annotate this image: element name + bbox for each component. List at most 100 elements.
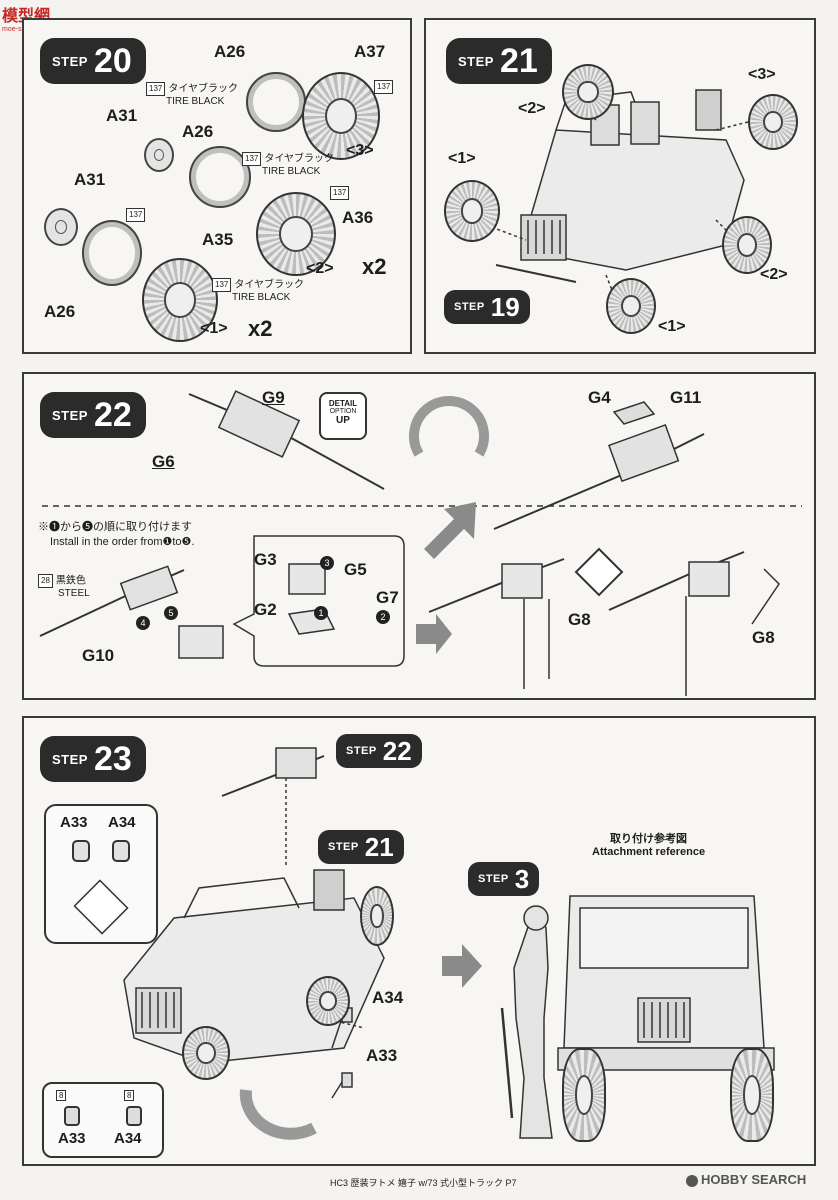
- caption-en: Attachment reference: [592, 846, 706, 858]
- badge-line: UP: [336, 415, 350, 426]
- step22-panel: STEP 22: [22, 372, 816, 700]
- label-a36: A36: [342, 208, 374, 227]
- label-a31-mid: A31: [106, 106, 138, 125]
- label-a26-low: A26: [44, 302, 76, 321]
- label-a33-paint: A33: [58, 1130, 86, 1147]
- paint-name-jp: タイヤブラック: [264, 153, 335, 165]
- order-marker-3: 3: [320, 556, 334, 570]
- paint-code: 137: [330, 186, 350, 200]
- order-marker-5: 5: [164, 606, 178, 620]
- tire-part-a36: [256, 192, 336, 276]
- label-g6: G6: [152, 452, 175, 471]
- step3-reference-badge: STEP 3: [468, 862, 540, 896]
- quantity-x2: x2: [362, 254, 387, 279]
- paint-name-en: STEEL: [58, 588, 90, 599]
- caption-jp: 取り付け参考図: [610, 833, 688, 845]
- paint-code: 137: [212, 278, 232, 292]
- page-footer-text: HC3 歴装ヲトメ 嬉子 w/73 式小型トラック P7: [330, 1178, 517, 1188]
- paint-name-jp: タイヤブラック: [234, 279, 305, 291]
- label-g3: G3: [254, 550, 277, 569]
- position-marker-3: <3>: [346, 142, 374, 159]
- paint-code: 8: [124, 1090, 135, 1101]
- step-word: STEP: [52, 751, 88, 767]
- step-number: 23: [93, 739, 132, 778]
- position-marker-2: <2>: [760, 266, 788, 283]
- label-a33-main: A33: [366, 1046, 398, 1065]
- position-marker-1: <1>: [448, 150, 476, 167]
- paint-name-en: TIRE BLACK: [166, 96, 225, 107]
- step-number: 22: [382, 735, 412, 766]
- step22-reference-badge: STEP 22: [336, 734, 422, 768]
- step-word: STEP: [346, 745, 377, 757]
- mirror-left-shape: [72, 840, 90, 862]
- position-marker-3: <3>: [748, 66, 776, 83]
- label-a35: A35: [202, 230, 234, 249]
- step22-badge: STEP 22: [40, 392, 146, 438]
- label-g11: G11: [670, 388, 702, 407]
- paint-name-en: TIRE BLACK: [262, 166, 321, 177]
- step-word: STEP: [52, 407, 88, 423]
- label-g7: G7: [376, 588, 399, 607]
- mirror-right-shape: [126, 1106, 142, 1126]
- step21-panel: STEP 21 <3> <2> <1> <2> <1> STEP 19: [424, 18, 816, 354]
- paint-code: 137: [126, 208, 146, 222]
- label-a34-inset: A34: [108, 814, 136, 831]
- label-g10: G10: [82, 646, 115, 665]
- step-number: 20: [93, 41, 132, 80]
- paint-code: 28: [38, 574, 53, 588]
- label-g2: G2: [254, 600, 277, 619]
- paint-code: 137: [146, 82, 166, 96]
- note-jp: ※❶から❺の順に取り付けます: [38, 521, 192, 533]
- note-en: Install in the order from❶to❺.: [50, 536, 195, 548]
- step21-badge: STEP 21: [446, 38, 552, 84]
- rear-wheel: [306, 976, 350, 1026]
- label-g9: G9: [262, 388, 285, 407]
- step-number: 21: [499, 41, 538, 80]
- paint-code-tag: 137: [126, 208, 148, 222]
- step-word: STEP: [458, 53, 494, 69]
- wheel-3: [748, 94, 798, 150]
- tire-part-a26-mid: [189, 146, 251, 208]
- mirror-left-shape: [64, 1106, 80, 1126]
- step20-badge: STEP 20: [40, 38, 146, 84]
- detail-option-up-badge: DETAIL OPTION UP: [319, 392, 367, 440]
- front-view-wheel-right: [730, 1048, 774, 1142]
- tire-part-a37: [302, 72, 380, 160]
- paint-code: 8: [56, 1090, 67, 1101]
- hub-part-a31-mid: [144, 138, 174, 172]
- step23-panel: STEP 23 STEP 22 STEP 21 STEP 3 A33 A34 8…: [22, 716, 816, 1166]
- hub-part-a31-low: [44, 208, 78, 246]
- badge-line: DETAIL: [328, 399, 358, 408]
- position-marker-1: <1>: [200, 320, 228, 337]
- step-word: STEP: [478, 873, 509, 885]
- wheel-1-upper: [444, 180, 500, 242]
- step-word: STEP: [328, 841, 359, 853]
- brand-text: HOBBY SEARCH: [701, 1172, 807, 1187]
- hobby-search-brand: HOBBY SEARCH: [686, 1172, 806, 1187]
- step-word: STEP: [454, 301, 485, 313]
- step-number: 3: [514, 863, 530, 894]
- quantity-x2: x2: [248, 316, 273, 341]
- badge-line: OPTION: [329, 408, 357, 415]
- label-a34-paint: A34: [114, 1130, 142, 1147]
- paint-code-tag: 137: [374, 80, 396, 94]
- label-a34-main: A34: [372, 988, 404, 1007]
- install-order-note: ※❶から❺の順に取り付けます Install in the order from…: [38, 520, 194, 550]
- step-number: 22: [93, 395, 132, 434]
- jeep-final-assembly-drawing: [123, 747, 775, 1140]
- wheel-2-upper: [562, 64, 614, 120]
- step21-reference-badge: STEP 21: [318, 830, 404, 864]
- position-marker-2: <2>: [306, 260, 334, 277]
- front-left-wheel: [182, 1026, 230, 1080]
- label-a31-low: A31: [74, 170, 106, 189]
- tire-part-a35: [142, 258, 218, 342]
- tire-part-a26-top: [246, 72, 306, 132]
- position-marker-1: <1>: [658, 318, 686, 335]
- attachment-reference-caption: 取り付け参考図 Attachment reference: [592, 830, 705, 858]
- brand-icon: [686, 1174, 698, 1187]
- paint-name-jp: タイヤブラック: [168, 83, 239, 95]
